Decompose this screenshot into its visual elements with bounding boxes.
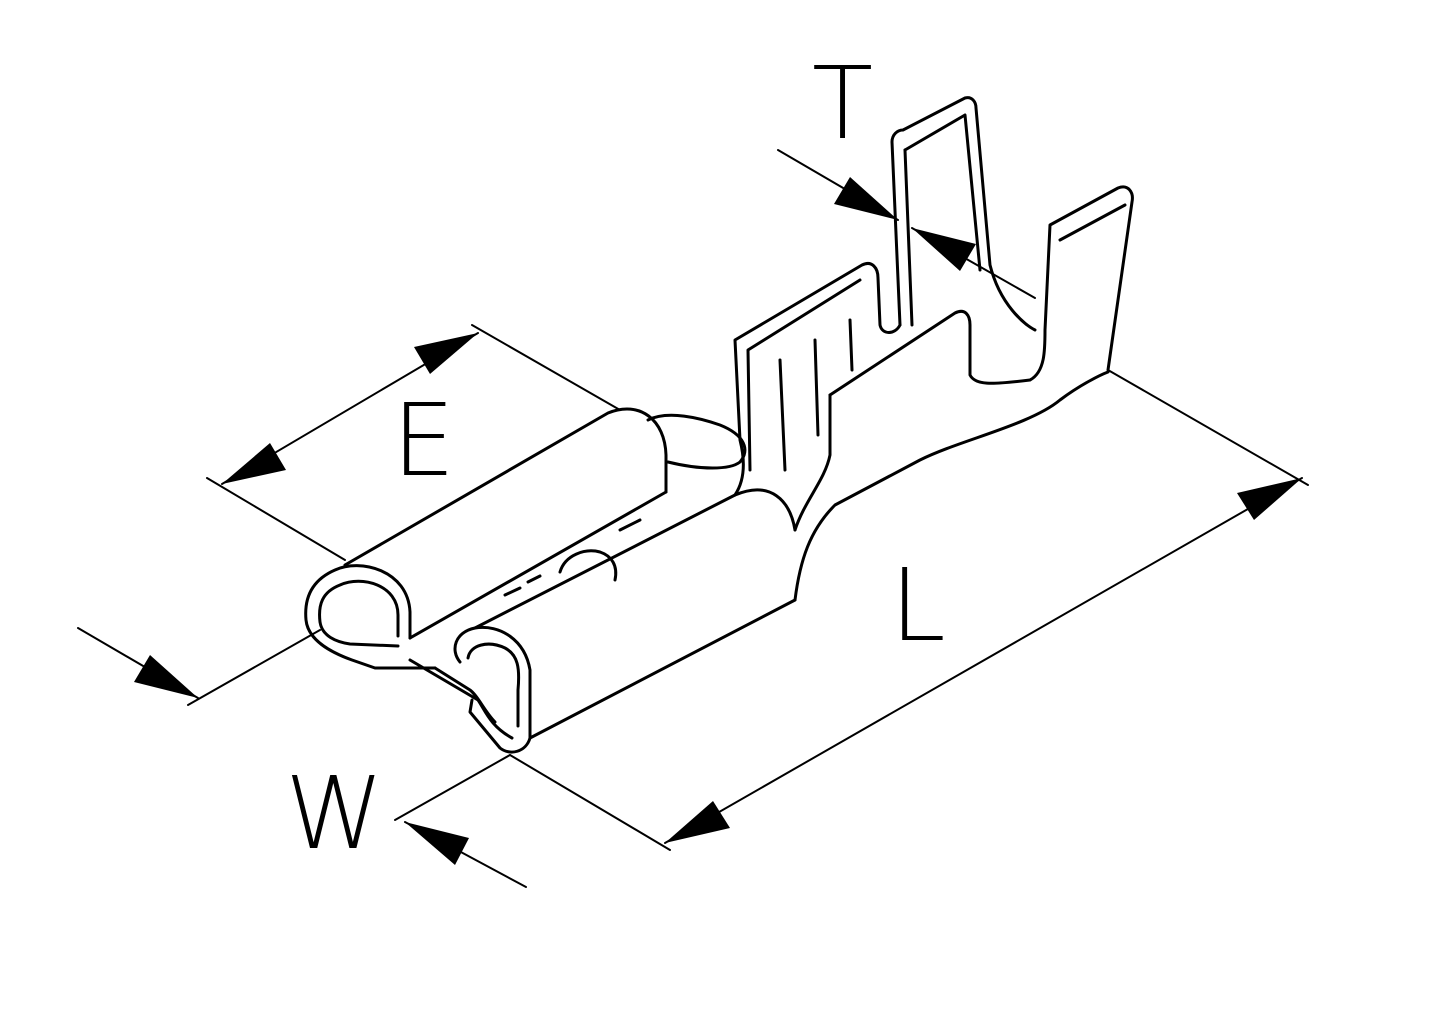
left-contact-top [343,407,668,567]
dim-w-label: W [285,755,384,872]
center-slot-line-3 [618,518,642,532]
right-contact-roll [453,625,532,754]
dim-l-arrow-left [665,801,730,843]
transition-curve [793,370,1110,602]
wire-crimp-wing [733,262,902,497]
dim-e-label: E [392,382,455,499]
dim-l-label: L [890,547,946,664]
dim-e-arrow-right [414,333,478,374]
dim-w-extension-bottom [394,754,511,821]
dim-w-arrow-top [134,655,198,698]
dim-e-extension-left [206,477,346,561]
dim-t-arrow-top [834,177,898,220]
dimension-labels: E L T W [285,45,946,872]
insulation-crimp-wing-inner [1058,203,1127,242]
left-contact-roll-inner [318,579,400,648]
dim-l-line [664,477,1303,844]
base-strip-inner [433,666,497,724]
base-strip [408,658,514,740]
terminal-body [304,96,1134,754]
dim-l-extension-right [1107,369,1309,486]
insulation-crimp-wing [828,185,1134,397]
serration-3 [848,318,854,372]
dim-l-arrow-right [1237,478,1302,520]
right-contact-bottom [528,598,797,740]
rear-tab [890,96,1037,332]
left-contact-roll [304,564,437,670]
dim-e-extension-right [471,324,621,411]
serration-1 [778,358,787,472]
serration-2 [813,338,820,437]
rear-tab-inner [903,113,982,272]
dim-t-label: T [812,45,873,162]
center-slot-line-1 [503,586,522,597]
wire-crimp-wing-inner [746,278,862,472]
rear-tab-front [903,148,914,327]
transition-curve-top [793,393,832,532]
dim-w-arrow-bottom [405,822,469,865]
center-dimple [558,549,618,582]
dim-l-extension-left [509,754,671,851]
right-contact-roll-inner [466,642,521,728]
left-neck [646,413,747,470]
dim-w-extension [187,629,321,706]
dimension-lines [77,149,1309,888]
dim-e-arrow-left [222,443,286,484]
dim-t-arrow-bottom [912,228,976,271]
center-slot-line-2 [526,574,542,584]
left-contact-bottom [408,490,668,640]
